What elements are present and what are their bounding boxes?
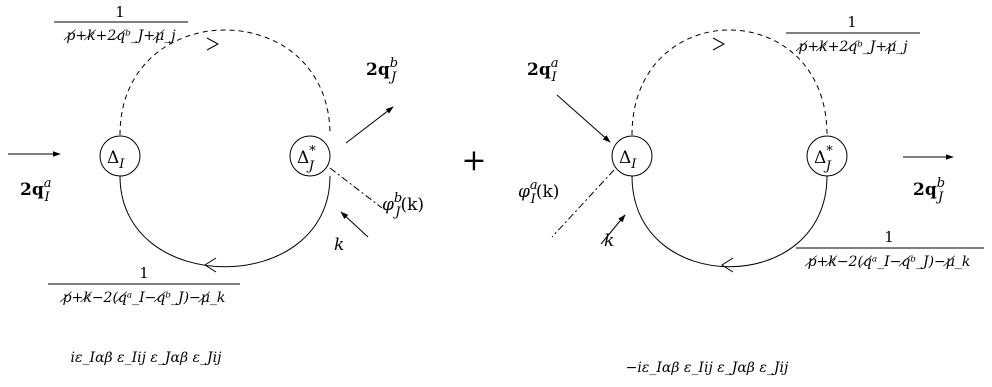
right-bottom-prop-numerator: 1 — [884, 228, 894, 246]
right-k-arrow-icon — [600, 214, 626, 245]
svg-text:ΔI: ΔI — [107, 148, 125, 172]
right-phi-line — [551, 169, 615, 238]
left-vertex-delta-I — [99, 135, 141, 177]
left-k-arrow-icon — [340, 211, 369, 238]
right-vertex-right-sup: * — [826, 144, 833, 159]
right-outgoing-sub: J — [935, 190, 944, 205]
right-vertex-delta-I — [611, 135, 653, 177]
left-dashed-propagator — [119, 29, 331, 136]
right-vertex-right-sub: J — [823, 159, 832, 174]
right-phi-sub: I — [530, 192, 537, 207]
right-overall-factor: −iε_Iαβ ε_Iij ε_Jαβ ε_Jij — [626, 360, 789, 376]
right-bottom-prop-denominator: p̸+k̸−2(q̸ᵃ_I−q̸ᵇ_J)−μ̸_k — [805, 254, 971, 270]
right-top-prop-denominator: p̸+k̸+2q̸ᵇ_J+μ̸_j — [795, 39, 908, 55]
left-outgoing-sub: J — [388, 70, 397, 85]
left-incoming-sup: a — [44, 176, 52, 191]
right-incoming-sub: I — [550, 70, 557, 85]
svg-text:φaI(k): φaI(k) — [518, 178, 559, 207]
right-top-prop-numerator: 1 — [847, 13, 857, 31]
right-vertex-delta-J-star — [806, 135, 848, 177]
left-vertex-right-symbol: Δ — [297, 148, 309, 168]
right-outgoing-label: 2q — [913, 180, 937, 200]
left-phi-sup: b — [394, 191, 402, 206]
left-vertex-left-sub: I — [118, 157, 125, 172]
left-top-prop-denominator: p̸+k̸+2q̸ᵇ_J+μ̸_j — [63, 28, 176, 44]
svg-text:ΔI: ΔI — [619, 148, 637, 172]
right-incoming-arrow-icon — [556, 94, 611, 143]
right-vertex-right-symbol: Δ — [814, 148, 826, 168]
left-vertex-right-sub: J — [306, 159, 315, 174]
plus-sign: + — [461, 143, 486, 178]
svg-text:Δ*J: Δ*J — [814, 144, 833, 174]
right-incoming-sup: a — [551, 56, 559, 71]
left-bottom-prop-denominator: p̸+k̸−2(q̸ᵃ_I−q̸ᵇ_J)−μ̸_k — [60, 290, 226, 306]
right-phi-symbol: φ — [518, 182, 530, 202]
right-dashed-arrow-icon — [712, 37, 726, 51]
right-incoming-label: 2q — [527, 60, 551, 80]
left-outgoing-arrow-icon — [345, 106, 394, 144]
right-outgoing-sup: b — [937, 176, 945, 191]
left-dashed-arrow-icon — [206, 37, 220, 51]
right-solid-arrow-icon — [721, 257, 734, 273]
right-vertex-left-sub: I — [630, 157, 637, 172]
svg-text:φbJ(k): φbJ(k) — [382, 191, 424, 220]
left-k-label: k — [334, 235, 344, 255]
right-solid-propagator — [631, 175, 828, 268]
left-bottom-prop-numerator: 1 — [139, 264, 149, 282]
right-vertex-left-symbol: Δ — [619, 148, 631, 168]
left-incoming-sub: I — [43, 190, 50, 205]
left-phi-sub: J — [392, 205, 401, 220]
left-incoming-label: 2q — [20, 180, 44, 200]
left-phi-arg: (k) — [400, 195, 424, 215]
left-vertex-left-symbol: Δ — [107, 148, 119, 168]
right-phi-arg: (k) — [536, 182, 560, 202]
left-solid-propagator — [119, 175, 331, 268]
left-phi-symbol: φ — [382, 195, 394, 215]
right-k-label: k — [604, 231, 614, 251]
left-outgoing-sup: b — [390, 56, 398, 71]
left-vertex-delta-J-star — [289, 135, 331, 177]
svg-text:Δ*J: Δ*J — [297, 144, 316, 174]
left-overall-factor: iε_Iαβ ε_Iij ε_Jαβ ε_Jij — [71, 350, 223, 366]
left-outgoing-label: 2q — [366, 60, 390, 80]
left-top-prop-numerator: 1 — [115, 3, 125, 21]
left-vertex-right-sup: * — [309, 144, 316, 159]
left-phi-line — [329, 167, 383, 209]
right-dashed-propagator — [631, 29, 828, 136]
left-solid-arrow-icon — [204, 257, 217, 273]
right-phi-sup: a — [530, 178, 538, 193]
